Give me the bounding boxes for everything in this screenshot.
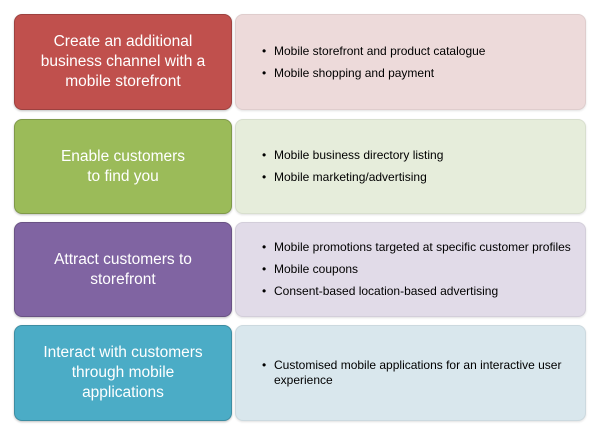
bullet-item: Customised mobile applications for an in… (262, 358, 571, 388)
row-mobile-storefront: Create an additional business channel wi… (14, 14, 586, 110)
bullet-list: Mobile storefront and product catalogue … (236, 37, 499, 88)
bullet-list: Customised mobile applications for an in… (236, 351, 585, 395)
bullet-item: Mobile promotions targeted at specific c… (262, 240, 571, 255)
bullet-list: Mobile business directory listing Mobile… (236, 141, 457, 192)
bullet-list: Mobile promotions targeted at specific c… (236, 233, 585, 306)
row-attract-customers: Attract customers to storefront Mobile p… (14, 222, 586, 317)
row-detail-panel: Customised mobile applications for an in… (235, 325, 586, 421)
row-title: Attract customers to storefront (14, 222, 232, 317)
row-title: Enable customers to find you (14, 119, 232, 214)
bullet-item: Mobile storefront and product catalogue (262, 44, 485, 59)
bullet-item: Consent-based location-based advertising (262, 284, 571, 299)
bullet-item: Mobile business directory listing (262, 148, 443, 163)
row-title: Interact with customers through mobile a… (14, 325, 232, 421)
row-title: Create an additional business channel wi… (14, 14, 232, 110)
row-detail-panel: Mobile storefront and product catalogue … (235, 14, 586, 110)
bullet-item: Mobile coupons (262, 262, 571, 277)
row-detail-panel: Mobile promotions targeted at specific c… (235, 222, 586, 317)
row-detail-panel: Mobile business directory listing Mobile… (235, 119, 586, 214)
bullet-item: Mobile marketing/advertising (262, 170, 443, 185)
bullet-item: Mobile shopping and payment (262, 66, 485, 81)
row-interact-customers: Interact with customers through mobile a… (14, 325, 586, 421)
row-find-you: Enable customers to find you Mobile busi… (14, 119, 586, 214)
